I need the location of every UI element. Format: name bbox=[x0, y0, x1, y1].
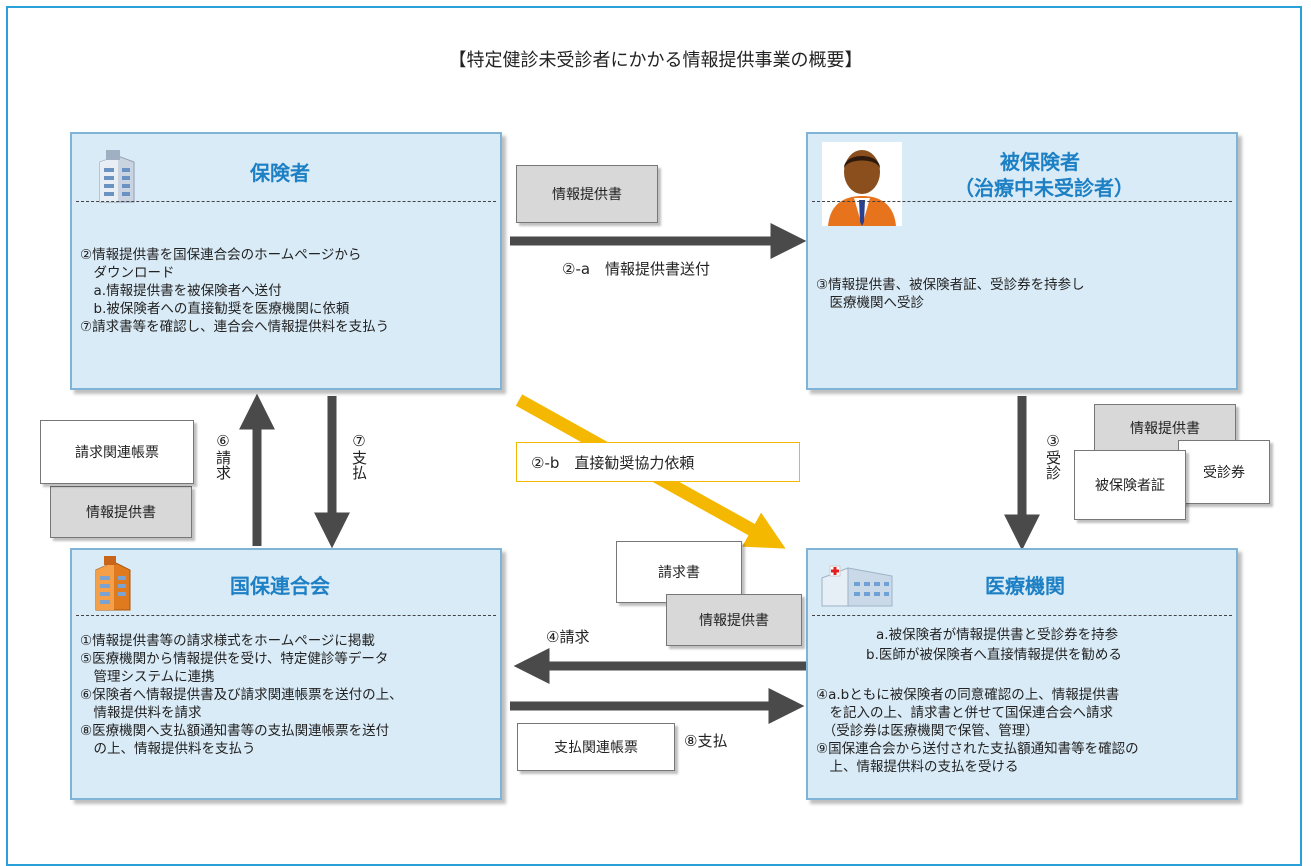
medical-description: ④a.bともに被保険者の同意確認の上、情報提供書 を記入の上、請求書と併せて国保… bbox=[816, 687, 1139, 775]
doc-exam-ticket: 受診券 bbox=[1178, 440, 1270, 504]
building-icon bbox=[99, 150, 135, 203]
label-request-cooperation: ②-b 直接勧奨協力依頼 bbox=[516, 442, 800, 482]
diagram-title: 【特定健診未受診者にかかる情報提供事業の概要】 bbox=[448, 50, 863, 71]
doc-info-sheet-bottom: 情報提供書 bbox=[666, 594, 802, 646]
federation-box bbox=[70, 548, 502, 800]
medical-note-a: a.被保険者が情報提供書と受診券を持参 bbox=[876, 627, 1119, 643]
medical-note-b: b.医師が被保険者へ直接情報提供を勧める bbox=[866, 647, 1122, 663]
label-bill-6: ⑥請求 bbox=[214, 432, 232, 480]
insured-title-line1: 被保険者 bbox=[1000, 150, 1080, 174]
insurer-divider bbox=[76, 201, 496, 202]
federation-divider bbox=[76, 615, 496, 616]
doc-payment-forms: 支払関連帳票 bbox=[517, 723, 675, 771]
insurer-box bbox=[70, 132, 502, 390]
orange-building-icon bbox=[95, 556, 131, 611]
federation-title: 国保連合会 bbox=[230, 574, 330, 598]
hospital-icon bbox=[821, 565, 893, 607]
label-pay-8: ⑧支払 bbox=[684, 732, 728, 750]
insurer-title: 保険者 bbox=[250, 161, 310, 185]
doc-insurance-card: 被保険者証 bbox=[1074, 450, 1186, 520]
medical-divider bbox=[812, 615, 1232, 616]
insured-description: ③情報提供書、被保険者証、受診券を持参し 医療機関へ受診 bbox=[816, 277, 1085, 311]
label-send-info: ②-a 情報提供書送付 bbox=[562, 260, 711, 278]
doc-invoice: 請求書 bbox=[616, 541, 742, 603]
person-icon bbox=[822, 142, 902, 226]
doc-info-sheet-left: 情報提供書 bbox=[50, 486, 192, 538]
label-visit-3: ③受診 bbox=[1044, 432, 1062, 480]
medical-title: 医療機関 bbox=[985, 574, 1065, 598]
federation-description: ①情報提供書等の請求様式をホームページに掲載 ⑤医療機関から情報提供を受け、特定… bbox=[80, 633, 403, 757]
insurer-description: ②情報提供書を国保連合会のホームページから ダウンロード a.情報提供書を被保険… bbox=[80, 247, 390, 335]
insured-title-line2: （治療中未受診者） bbox=[954, 176, 1134, 200]
label-bill-4: ④請求 bbox=[546, 628, 590, 646]
doc-billing-forms: 請求関連帳票 bbox=[40, 420, 194, 484]
insured-divider bbox=[812, 201, 1232, 202]
label-pay-7: ⑦支払 bbox=[350, 432, 368, 480]
doc-info-sheet-top: 情報提供書 bbox=[516, 165, 658, 223]
